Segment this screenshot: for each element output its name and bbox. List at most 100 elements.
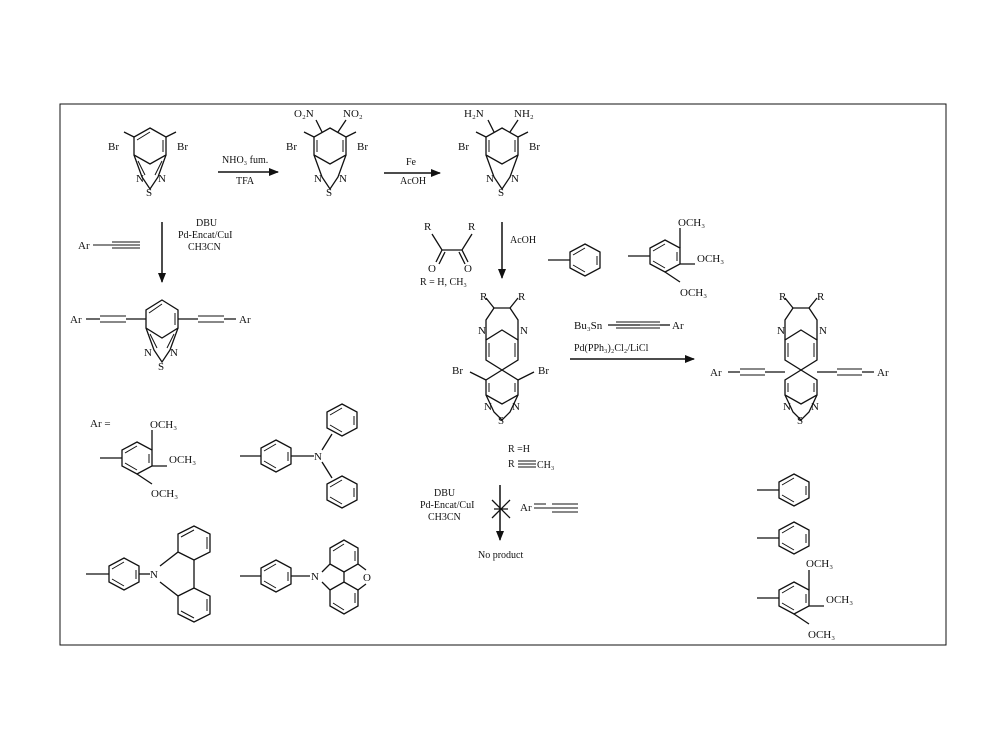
label-n: N [478, 325, 486, 337]
diketone-r-note: R = H, CH₃ [420, 277, 467, 288]
label-ar: Ar [70, 314, 82, 326]
label-no2: NO₂ [343, 108, 363, 120]
condition-text: CH3CN [188, 242, 221, 253]
label-n: N [144, 347, 152, 359]
label-r: R [817, 291, 825, 303]
compound-dibromo-tdq: R R N N Br Br N N S [452, 291, 549, 427]
label-och3: OCH₃ [826, 594, 853, 606]
label-n: N [339, 173, 347, 185]
label-ar: Ar [877, 367, 889, 379]
label-n: N [511, 173, 519, 185]
label-s: S [146, 187, 152, 199]
label-r: R [480, 291, 488, 303]
label-s: S [498, 187, 504, 199]
failed-reaction: R =H R CH₃ Ar DBU Pd-Encat/CuI CH3CN No … [420, 444, 578, 561]
r-h-text: R =H [508, 444, 530, 455]
fragment-tolyl [548, 243, 601, 277]
condition-text: DBU [196, 218, 218, 229]
label-och3: OCH₃ [808, 629, 835, 641]
r-ch3-text: CH₃ [537, 460, 554, 471]
label-ar: Ar [672, 320, 684, 332]
compound-dinitro-btd: O₂N NO₂ Br Br N N S [286, 108, 368, 199]
label-n: N [484, 401, 492, 413]
fragment-trimethoxyphenyl: OCH₃ OCH₃ OCH₃ [757, 558, 853, 641]
reagent-text: Fe [406, 157, 417, 168]
catalyst-text: Pd(PPh₃)₂Cl₂/LiCl [574, 343, 649, 354]
ar-definition-label: Ar = [90, 418, 111, 430]
label-ar: Ar [710, 367, 722, 379]
condition-text: CH3CN [428, 512, 461, 523]
label-n: N [158, 173, 166, 185]
result-text: No product [478, 550, 523, 561]
label-r: R [424, 221, 432, 233]
compound-diamino-btd: H₂N NH₂ Br Br N N S [458, 108, 540, 199]
label-n: N [811, 401, 819, 413]
label-br: Br [538, 365, 549, 377]
compound-dibromo-btd: Br Br N N S [108, 127, 188, 199]
compound-bisalkynyl-btd: Ar Ar N N S [70, 299, 251, 373]
label-r: R [518, 291, 526, 303]
condition-text: Pd-Encat/CuI [178, 230, 232, 241]
label-br: Br [108, 141, 119, 153]
label-s: S [326, 187, 332, 199]
label-ar: Ar [78, 240, 90, 252]
label-br: Br [452, 365, 463, 377]
label-h2n: H₂N [464, 108, 484, 120]
fragment-phenoxazinyl: N O [240, 539, 371, 615]
label-och3: OCH₃ [697, 253, 724, 265]
label-och3: OCH₃ [680, 287, 707, 299]
label-br: Br [286, 141, 297, 153]
label-n: N [512, 401, 520, 413]
arrow-condensation: AcOH [498, 222, 536, 279]
label-ar: Ar [239, 314, 251, 326]
fragment-trimethoxyphenyl: OCH₃ OCH₃ OCH₃ [100, 419, 196, 500]
fragment-triphenylamine: N [240, 403, 358, 509]
label-br: Br [458, 141, 469, 153]
label-s: S [158, 361, 164, 373]
fragment-trimethoxyphenyl: OCH₃ OCH₃ OCH₃ [628, 217, 724, 299]
label-n: N [783, 401, 791, 413]
label-s: S [797, 415, 803, 427]
solvent-text: AcOH [510, 235, 536, 246]
label-och3: OCH₃ [678, 217, 705, 229]
label-o: O [363, 572, 371, 584]
label-s: S [498, 415, 504, 427]
label-br: Br [177, 141, 188, 153]
compound-bisalkynyl-tdq: Ar Ar R R N N N N S [710, 291, 889, 427]
label-n: N [150, 569, 158, 581]
label-n: N [170, 347, 178, 359]
label-och3: OCH₃ [169, 454, 196, 466]
solvent-text: AcOH [400, 176, 426, 187]
label-o2n: O₂N [294, 108, 314, 120]
arrow-reduction: Fe AcOH [384, 157, 441, 187]
fragment-carbazolyl: N [86, 525, 211, 623]
label-r: R [468, 221, 476, 233]
label-n: N [486, 173, 494, 185]
arrow-sonogashira: Ar DBU Pd-Encat/CuI CH3CN [78, 218, 232, 283]
label-nh2: NH₂ [514, 108, 534, 120]
label-n: N [314, 451, 322, 463]
reagent-diketone: R R O O R = H, CH₃ [420, 221, 476, 288]
arrow-nitration: NHO₃ fum. TFA [218, 155, 279, 187]
condition-text: DBU [434, 488, 456, 499]
fragment-tolyl [757, 521, 810, 555]
r-label: R [508, 459, 515, 470]
label-och3: OCH₃ [151, 488, 178, 500]
label-n: N [819, 325, 827, 337]
condition-text: Pd-Encat/CuI [420, 500, 474, 511]
fragment-tolyl [757, 473, 810, 507]
reagent-text: NHO₃ fum. [222, 155, 268, 166]
label-och3: OCH₃ [150, 419, 177, 431]
label-br: Br [529, 141, 540, 153]
label-n: N [314, 173, 322, 185]
label-n: N [311, 571, 319, 583]
label-ar: Ar [520, 502, 532, 514]
label-n: N [136, 173, 144, 185]
label-br: Br [357, 141, 368, 153]
label-o: O [428, 263, 436, 275]
label-r: R [779, 291, 787, 303]
scheme-frame [59, 103, 947, 646]
stannane-text: Bu₃Sn [574, 320, 603, 332]
label-n: N [520, 325, 528, 337]
